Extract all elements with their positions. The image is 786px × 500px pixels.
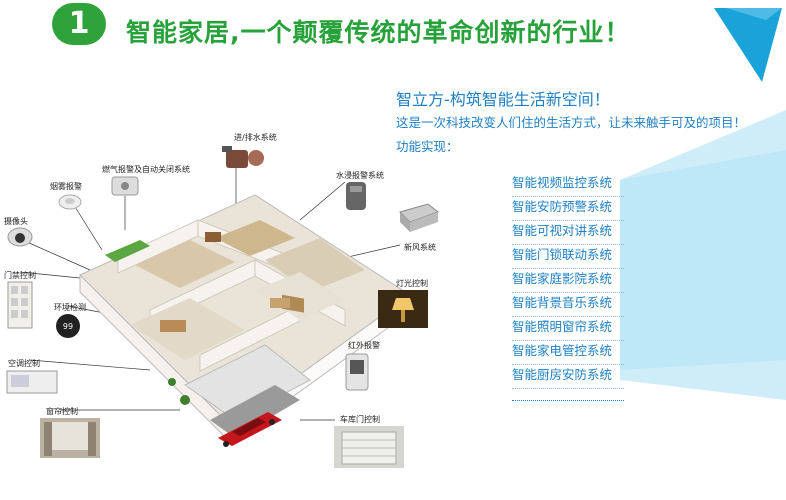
feature-list: 智能视频监控系统 智能安防预警系统 智能可视对讲系统 智能门锁联动系统 智能家庭… xyxy=(512,173,624,389)
feature-item: 智能门锁联动系统 xyxy=(512,245,624,269)
door-panel-icon xyxy=(7,281,33,329)
dotted-line xyxy=(512,393,624,401)
page-title: 智能家居,一个颠覆传统的革命创新的行业！ xyxy=(126,18,631,47)
infrared-sensor-icon xyxy=(345,353,369,391)
feature-item: 智能安防预警系统 xyxy=(512,197,624,221)
label-light-control: 灯光控制 xyxy=(396,279,428,288)
label-fresh-air: 新风系统 xyxy=(404,243,436,252)
label-curtain-control: 窗帘控制 xyxy=(46,407,78,416)
camera-icon xyxy=(7,227,33,247)
smart-home-diagram: 99 进/排水系统 燃气报警及自动关闭系统 烟雾报警 摄像头 门禁控制 环境检测… xyxy=(0,120,470,490)
lamp-photo-icon xyxy=(378,290,428,328)
label-door-control: 门禁控制 xyxy=(4,271,36,280)
water-leak-sensor-icon xyxy=(346,182,366,210)
feature-item: 智能家庭影院系统 xyxy=(512,269,624,293)
feature-item: 智能照明窗帘系统 xyxy=(512,317,624,341)
feature-item: 智能家电管控系统 xyxy=(512,341,624,365)
panel-subtitle: 智立方-构筑智能生活新空间！ xyxy=(396,90,610,109)
label-garage-door: 车库门控制 xyxy=(340,415,380,424)
water-pump-icon xyxy=(222,146,264,168)
fresh-air-unit-icon xyxy=(399,203,440,232)
label-env-monitor: 环境检测 xyxy=(54,303,86,312)
label-ac-control: 空调控制 xyxy=(8,359,40,368)
feature-item: 智能厨房安防系统 xyxy=(512,365,624,389)
feature-item: 智能可视对讲系统 xyxy=(512,221,624,245)
corner-triangle-decoration xyxy=(714,8,782,82)
label-smoke-alarm: 烟雾报警 xyxy=(50,182,82,191)
gas-alarm-icon xyxy=(111,176,139,196)
garage-photo-icon xyxy=(334,426,404,468)
function-label: 功能实现： xyxy=(396,139,459,154)
label-gas-alarm: 燃气报警及自动关闭系统 xyxy=(102,165,190,174)
panel-description: 这是一次科技改变人们住的生活方式，让未来触手可及的项目！ xyxy=(396,115,747,130)
label-water-leak: 水浸报警系统 xyxy=(336,171,384,180)
env-reading: 99 xyxy=(63,322,73,331)
smoke-detector-icon xyxy=(58,194,82,210)
label-camera: 摄像头 xyxy=(4,217,28,226)
label-infrared-alarm: 红外报警 xyxy=(348,341,380,350)
environment-sensor-icon: 99 xyxy=(56,314,80,338)
feature-item: 智能视频监控系统 xyxy=(512,173,624,197)
feature-item: 智能背景音乐系统 xyxy=(512,293,624,317)
curtain-photo-icon xyxy=(40,418,100,458)
ac-controller-icon xyxy=(6,370,58,394)
label-water-system: 进/排水系统 xyxy=(234,133,277,142)
section-number-badge: 1 xyxy=(52,3,106,45)
house-illustration xyxy=(17,156,411,447)
